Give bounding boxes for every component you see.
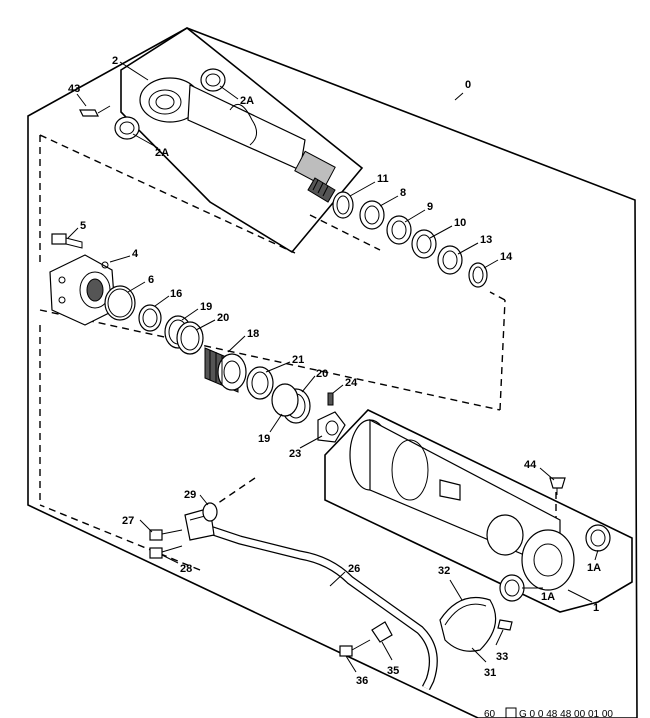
callout-10: 10 — [454, 217, 466, 229]
bolt-27 — [149, 529, 183, 541]
callout-20-lower: 20 — [316, 368, 328, 380]
ring-21 — [246, 366, 274, 400]
ring-13 — [437, 245, 463, 275]
callout-2: 2 — [112, 55, 118, 67]
footer-box — [505, 707, 517, 718]
gland-head-4 — [49, 254, 116, 326]
callout-29: 29 — [184, 489, 196, 501]
ring-9 — [386, 215, 412, 245]
callout-31: 31 — [484, 667, 496, 679]
clip-35 — [371, 621, 393, 643]
callout-24: 24 — [345, 377, 358, 389]
grease-fitting-43 — [79, 105, 111, 117]
rod-thread-icon — [307, 177, 336, 203]
callout-8: 8 — [400, 187, 406, 199]
ring-19-lower — [271, 383, 299, 417]
bearing-2a-upper — [200, 68, 226, 92]
callout-33: 33 — [496, 651, 508, 663]
clamp-31 — [439, 596, 497, 652]
assembly-boundary — [27, 27, 638, 718]
hydraulic-tube-26 — [208, 525, 438, 691]
guide-line-top — [489, 291, 506, 301]
callout-44: 44 — [524, 459, 537, 471]
piston-rod — [139, 77, 336, 203]
callout-13: 13 — [480, 234, 492, 246]
callout-21: 21 — [292, 354, 304, 366]
ring-20-upper — [176, 321, 204, 355]
callout-11: 11 — [377, 173, 389, 185]
bearing-1a-lower — [499, 574, 525, 602]
footer-figure-code: G 0 0 48 48 00 01 00 — [519, 709, 613, 718]
callout-1a-lower: 1A — [541, 591, 555, 603]
callout-26: 26 — [348, 563, 360, 575]
callout-19-upper: 19 — [200, 301, 212, 313]
barrel-subassembly-box — [324, 409, 633, 613]
callout-23: 23 — [289, 448, 301, 460]
callout-27: 27 — [122, 515, 134, 527]
callout-6: 6 — [148, 274, 154, 286]
callout-18: 18 — [247, 328, 259, 340]
footer-page-number: 60 — [484, 709, 496, 718]
callout-19-lower: 19 — [258, 433, 270, 445]
ring-14 — [468, 262, 488, 288]
bolt-28 — [149, 545, 183, 559]
callout-1: 1 — [593, 602, 599, 614]
ring-10 — [411, 229, 437, 259]
cylinder-barrel-1 — [349, 419, 575, 591]
callout-35: 35 — [387, 665, 399, 677]
callout-9: 9 — [427, 201, 433, 213]
bearing-1a-right — [585, 524, 611, 552]
bearing-2a-lower — [114, 116, 140, 140]
callout-20-upper: 20 — [217, 312, 229, 324]
callout-14: 14 — [500, 251, 513, 263]
ring-16 — [138, 304, 162, 332]
callout-2a-lower: 2A — [155, 147, 169, 159]
callout-0: 0 — [465, 79, 471, 91]
seal-kit-dashed-outline — [39, 134, 506, 571]
screw-24 — [327, 392, 334, 406]
piston-18 — [204, 347, 247, 393]
leader-lines — [67, 61, 599, 673]
ring-11 — [332, 191, 354, 219]
callout-2a-upper: 2A — [240, 95, 254, 107]
nut-23 — [317, 411, 346, 443]
callout-36: 36 — [356, 675, 368, 687]
bolt-36 — [339, 639, 371, 657]
oring-6 — [104, 285, 136, 321]
callout-16: 16 — [170, 288, 182, 300]
callout-32: 32 — [438, 565, 450, 577]
callout-4: 4 — [132, 248, 139, 260]
bolt-33 — [497, 619, 513, 631]
ring-8 — [359, 200, 385, 230]
callout-5: 5 — [80, 220, 86, 232]
oring-29 — [202, 502, 218, 522]
guide-line-bottom — [207, 477, 256, 511]
grease-fitting-44 — [549, 477, 566, 495]
callout-43: 43 — [68, 83, 80, 95]
callout-1a-upper: 1A — [587, 562, 601, 574]
bolt-5 — [51, 233, 83, 249]
callout-28: 28 — [180, 563, 192, 575]
